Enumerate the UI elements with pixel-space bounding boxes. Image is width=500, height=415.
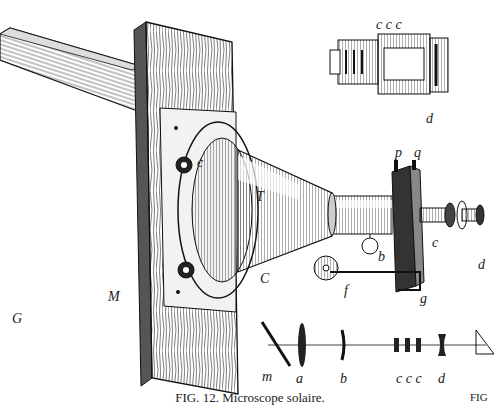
mirror [0,28,140,112]
callout-letter: M [108,290,120,304]
callout-letter: T [256,190,264,204]
callout-letter: g [420,292,427,306]
callout-letter: b [340,372,347,386]
callout-letter: a [296,372,303,386]
callout-letter: C [260,272,269,286]
callout-letter: m [262,370,272,384]
stage [314,160,484,292]
callout-letter: f [344,284,348,298]
callout-letter: d [478,258,485,272]
callout-letter: FIG [470,392,488,403]
callout-letter: d [438,372,445,386]
tube [238,150,392,272]
callout-letter: c c c [396,372,422,386]
callout-letter: c c c [376,18,402,32]
callout-letter: c [432,236,438,250]
callout-letter: c [197,156,203,170]
callout-letter: q [414,146,421,160]
callout-letter: d [426,112,433,126]
optical-scheme [262,322,494,367]
callout-letter: p [395,146,402,160]
section-inset [330,34,448,94]
callout-letter: b [378,250,385,264]
callout-letter: G [12,312,22,326]
figure-caption: FIG. 12. Microscope solaire. [175,391,324,404]
